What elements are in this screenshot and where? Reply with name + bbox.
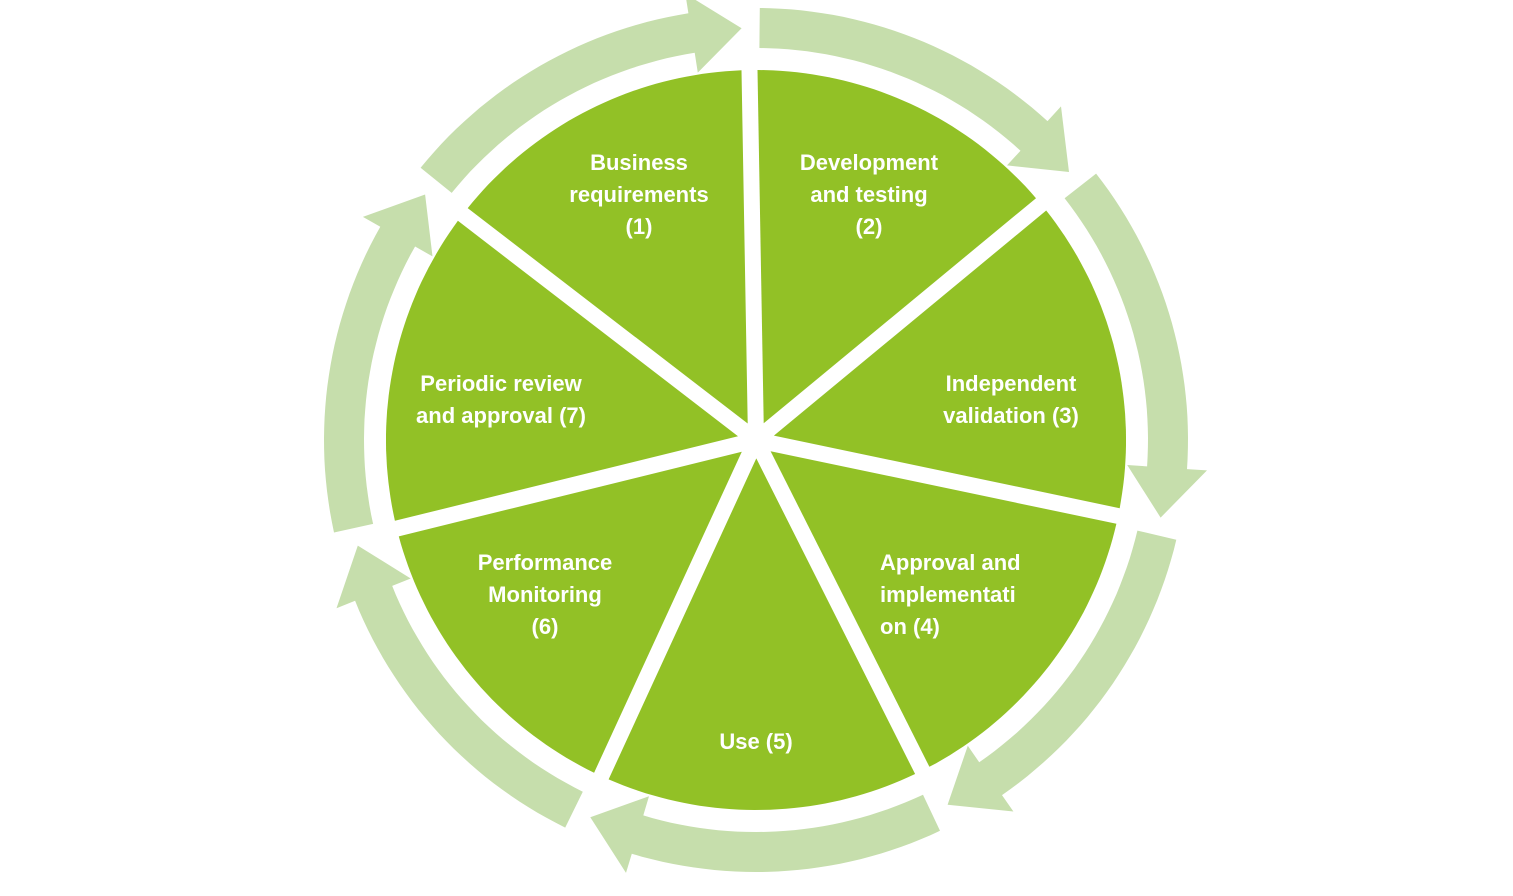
segment-approval-implementation [608,458,916,810]
segment-label-performance-monitoring: Performance Monitoring (6) [477,550,613,639]
segment-label-approval-implementation: Approval and implementati on (4) [880,550,1021,639]
arrow-performance-monitoring [324,194,433,533]
segment-label-periodic-review: Periodic review and approval (7) [416,371,586,428]
arrow-use [336,545,583,828]
arrow-business-requirements [759,8,1069,172]
segment-development-testing [773,210,1126,509]
segment-periodic-review [467,70,748,424]
segment-use [398,451,742,773]
arrow-periodic-review [420,0,742,193]
arrow-independent-validation [947,530,1177,812]
segment-label-independent-validation: Independent validation (3) [943,371,1079,428]
cycle-segments [386,70,1126,810]
cycle-arrow-ring [324,0,1207,873]
segment-business-requirements [757,70,1036,424]
segment-label-development-testing: Development and testing (2) [799,150,939,239]
arrow-development-testing [1064,173,1207,518]
segment-label-use: Use (5) [719,729,793,754]
arrow-approval-implementation [590,794,940,873]
segment-independent-validation [770,451,1117,767]
segment-performance-monitoring [386,220,738,521]
segment-label-business-requirements: Business requirements (1) [569,150,709,239]
